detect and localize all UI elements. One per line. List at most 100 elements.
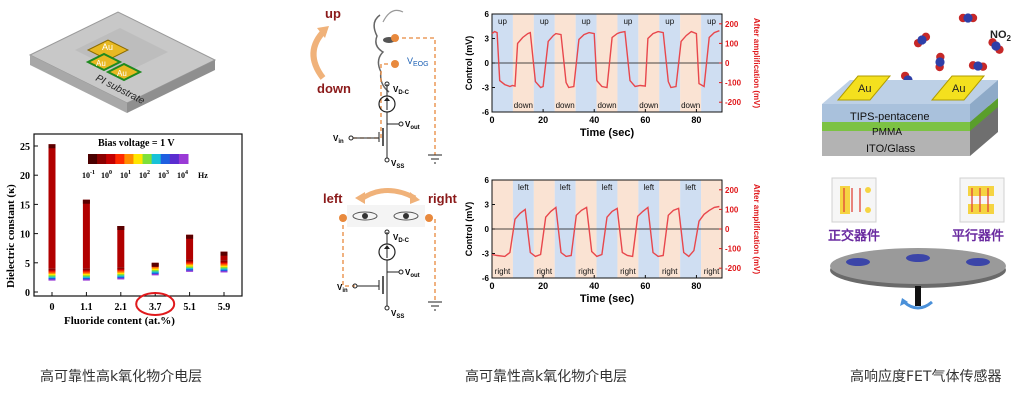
y-tick-label-right: 100 bbox=[725, 205, 739, 214]
vin-label: Vin bbox=[333, 134, 344, 145]
bar-segment bbox=[220, 265, 228, 268]
y-tick-label-right: -200 bbox=[725, 264, 742, 273]
phase-label: up bbox=[707, 17, 716, 26]
au-label: Au bbox=[102, 42, 113, 52]
bar-segment bbox=[151, 273, 159, 276]
device-sketch: F:AlOx Au Au Au PI substrate bbox=[28, 11, 217, 113]
au-electrode bbox=[930, 75, 986, 101]
bar-segment bbox=[48, 269, 56, 272]
bar-segment bbox=[82, 269, 90, 272]
au-label: Au bbox=[858, 83, 871, 95]
direction-up-label: up bbox=[325, 6, 341, 21]
x-axis-label: Time (sec) bbox=[580, 127, 635, 139]
y-tick-label-left: 6 bbox=[485, 176, 490, 185]
colorbar-tick-label: 101 bbox=[120, 170, 131, 180]
phase-label: down bbox=[681, 101, 700, 110]
bar-segment bbox=[48, 277, 56, 280]
no2-molecule-icon bbox=[958, 13, 978, 23]
phase-label: right bbox=[662, 267, 678, 276]
swap-arrow-icon bbox=[310, 27, 328, 80]
y-tick-label-right: 200 bbox=[725, 20, 739, 29]
y-tick-label-left: 3 bbox=[485, 35, 490, 44]
phase-label: down bbox=[639, 101, 658, 110]
bar-segment bbox=[82, 199, 90, 269]
bar-segment bbox=[48, 144, 56, 269]
y-tick-label-right: -200 bbox=[725, 98, 742, 107]
bar-segment bbox=[48, 272, 56, 274]
colorbar-tick-label: 100 bbox=[101, 170, 112, 180]
y-tick-label-left: 0 bbox=[485, 225, 490, 234]
x-tick-label: 80 bbox=[691, 115, 701, 125]
colorbar-swatch bbox=[106, 154, 116, 164]
nitrogen-atom bbox=[963, 13, 973, 23]
x-tick-label: 0 bbox=[489, 281, 494, 291]
x-tick-label: 1.1 bbox=[80, 302, 93, 313]
colorbar-tick-label: 102 bbox=[139, 170, 150, 180]
colorbar-swatch bbox=[88, 154, 98, 164]
phase-label: up bbox=[623, 17, 632, 26]
colorbar-unit: Hz bbox=[198, 171, 208, 180]
bar-segment bbox=[220, 266, 228, 269]
bar-cap bbox=[151, 262, 159, 267]
tips-layer bbox=[822, 104, 970, 122]
orthogonal-device-thumb bbox=[831, 177, 877, 223]
bar-segment bbox=[48, 274, 56, 277]
y-axis-label-right: After amplification (mV) bbox=[752, 18, 761, 109]
no2-molecule-icon bbox=[988, 38, 1004, 54]
y-tick-label-right: 200 bbox=[725, 186, 739, 195]
caption-middle: 高可靠性高k氧化物介电层 bbox=[465, 369, 628, 385]
bar-segment bbox=[48, 273, 56, 276]
colorbar-tick-label: 104 bbox=[177, 170, 188, 180]
colorbar-swatch bbox=[151, 154, 162, 164]
bar-segment bbox=[186, 260, 194, 263]
colorbar-swatch bbox=[160, 154, 171, 164]
colorbar-tick-label: 103 bbox=[158, 170, 169, 180]
pmma-label: PMMA bbox=[872, 127, 902, 138]
bar-segment bbox=[82, 276, 90, 278]
x-tick-label: 60 bbox=[640, 115, 650, 125]
arrow-head-icon bbox=[317, 26, 329, 38]
x-axis-label: Fluoride content (at.%) bbox=[64, 315, 175, 327]
y-tick-label-left: -6 bbox=[482, 274, 490, 283]
phase-label: left bbox=[560, 183, 571, 192]
y-tick-label-right: -100 bbox=[725, 79, 742, 88]
bar-segment bbox=[186, 268, 194, 271]
y-tick-label: 15 bbox=[20, 200, 30, 211]
fet-device: Au Au TIPS-pentacene PMMA ITO/Glass bbox=[822, 75, 998, 156]
panel-dielectric: F:AlOx Au Au Au PI substrate Bias voltag… bbox=[0, 0, 250, 400]
gas-sensor-figure: NO2 Au Au TIPS-pentacene PMMA ITO/Glass bbox=[822, 13, 1012, 310]
bar-segment bbox=[117, 269, 125, 272]
y-tick-label-right: 100 bbox=[725, 39, 739, 48]
bar-segment bbox=[220, 269, 228, 272]
signal-line bbox=[491, 205, 720, 258]
bar-segment bbox=[48, 278, 56, 281]
bar-cap bbox=[82, 199, 90, 204]
colorbar-swatch bbox=[97, 154, 107, 164]
orthogonal-label: 正交器件 bbox=[828, 228, 880, 243]
y-tick-label: 0 bbox=[25, 288, 30, 299]
direction-down-label: down bbox=[317, 81, 351, 96]
bar-segment bbox=[117, 277, 125, 280]
y-tick-label-left: -3 bbox=[482, 84, 490, 93]
bar-segment bbox=[117, 276, 125, 279]
bar-segment bbox=[186, 263, 194, 266]
y-tick-label-left: -6 bbox=[482, 108, 490, 117]
x-axis-label: Time (sec) bbox=[580, 293, 635, 305]
tips-label: TIPS-pentacene bbox=[850, 111, 930, 123]
colorbar-swatch bbox=[133, 154, 144, 164]
bar-series bbox=[48, 144, 228, 281]
bar-segment bbox=[82, 278, 90, 281]
bar-segment bbox=[220, 268, 228, 270]
vss-label: VSS bbox=[391, 159, 404, 170]
y-axis-label: Dielectric constant (κ) bbox=[5, 184, 17, 288]
bar-segment bbox=[117, 267, 125, 269]
bar-cap bbox=[220, 251, 228, 256]
phase-label: down bbox=[597, 101, 616, 110]
ito-glass-layer bbox=[822, 130, 970, 156]
y-axis-label-right: After amplification (mV) bbox=[752, 184, 761, 275]
ito-label: ITO/Glass bbox=[866, 143, 916, 155]
rotating-disk bbox=[830, 248, 1006, 310]
parallel-device-thumb bbox=[959, 177, 1005, 223]
